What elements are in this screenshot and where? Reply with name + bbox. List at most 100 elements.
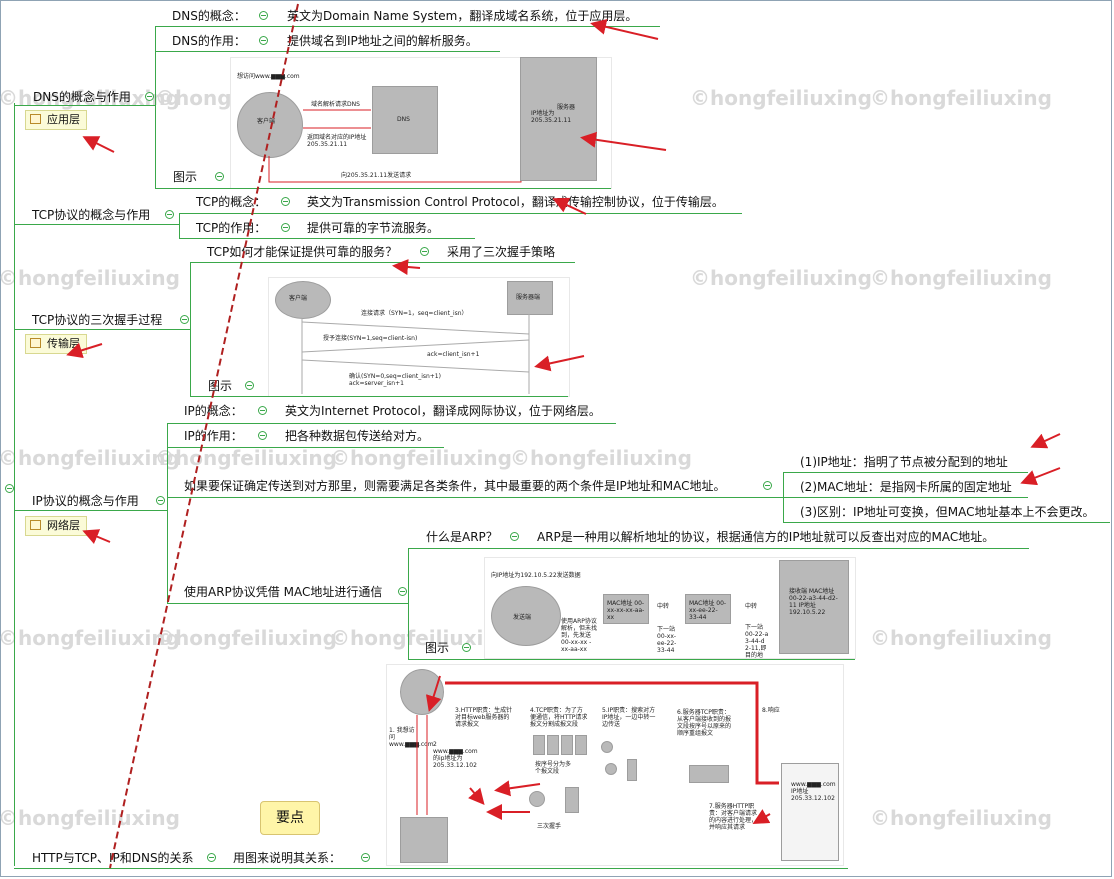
ip-title-underline — [14, 510, 167, 511]
http-split-text: 按序号分为多个报文段 — [535, 761, 572, 775]
ip-point-1[interactable]: (1)IP地址：指明了节点被分配到的地址 — [800, 455, 1008, 469]
arp-figure-label[interactable]: 图示 — [425, 641, 450, 655]
arp-mac1-label: MAC地址 00-xx-xx-xx-aa-xx — [607, 600, 645, 621]
arp-receiver-node — [779, 560, 849, 654]
ip-branch-line — [167, 423, 168, 603]
http-step-2: 2 www.▆▆▆.com的ip地址为205.33.12.102 — [433, 741, 478, 769]
http-server-label: www.▆▆▆.com IP地址 205.33.12.102 — [791, 781, 836, 802]
dns-concept-underline — [155, 26, 660, 27]
dns-target-server-image — [520, 57, 597, 181]
tcp-concept-underline — [179, 213, 742, 214]
ip-condition[interactable]: 如果要保证确定传送到对方那里，则需要满足各类条件，其中最重要的两个条件是IP地址… — [184, 479, 726, 493]
ip-layer-tag[interactable]: 网络层 — [25, 516, 87, 536]
ip-point-3-underline — [783, 522, 1110, 523]
ip-concept-label[interactable]: IP的概念： — [184, 404, 243, 418]
ip-point-2[interactable]: (2)MAC地址：是指网卡所属的固定地址 — [800, 480, 1012, 494]
tcp-concept-toggle[interactable] — [281, 197, 290, 206]
root-collapse-toggle[interactable] — [5, 484, 14, 493]
tcp-collapse-toggle[interactable] — [165, 210, 174, 219]
ip-point-3[interactable]: (3)区别：IP地址可变换，但MAC地址基本上不会更改。 — [800, 505, 1095, 519]
dns-collapse-toggle[interactable] — [145, 92, 154, 101]
arp-diagram-image[interactable]: 向IP地址为192.10.5.22发送数据 发送端 使用ARP协议解析，但未找到… — [484, 557, 856, 659]
watermark: ©hongfeiliuxing — [690, 86, 872, 110]
ip-section-title[interactable]: IP协议的概念与作用 — [32, 494, 139, 508]
http-step-1: 1. 我想访问 www.▆▆▆.com — [389, 727, 434, 748]
handshake-question-toggle[interactable] — [420, 247, 429, 256]
http-handshake-node — [529, 791, 545, 807]
arp-answer[interactable]: ARP是一种用以解析地址的协议，根据通信方的IP地址就可以反查出对应的MAC地址… — [537, 530, 995, 544]
http-underline — [14, 868, 848, 869]
tcp-role-value[interactable]: 提供可靠的字节流服务。 — [307, 221, 440, 235]
arp-receiver-label: 接收端 MAC地址 00-22-a3-44-d2-11 IP地址 192.10.… — [789, 588, 838, 616]
arp-title-underline — [167, 603, 408, 604]
ip-role-toggle[interactable] — [258, 431, 267, 440]
arp-figure-toggle[interactable] — [462, 643, 471, 652]
arp-mac2-node — [685, 594, 731, 624]
http-dns-node — [400, 817, 448, 863]
ip-collapse-toggle[interactable] — [156, 496, 165, 505]
http-step-5: 5.IP职责：搜索对方IP地址，一边中转一边传送 — [602, 707, 656, 728]
http-explain-toggle[interactable] — [361, 853, 370, 862]
handshake-layer-tag[interactable]: 传输层 — [25, 334, 87, 354]
http-handshake-server — [565, 787, 579, 813]
http-explain[interactable]: 用图来说明其关系： — [233, 851, 342, 865]
http-collapse-toggle[interactable] — [207, 853, 216, 862]
http-segment — [575, 735, 587, 755]
arp-section-title[interactable]: 使用ARP协议凭借 MAC地址进行通信 — [184, 585, 383, 599]
hs-msg-2: 授予连接(SYN=1,seq=client-isn) — [323, 335, 418, 342]
ip-condition-toggle[interactable] — [763, 481, 772, 490]
dns-target-server-label: 服务器 — [557, 104, 576, 111]
watermark: ©hongfeiliuxing — [0, 446, 180, 470]
ip-role-label[interactable]: IP的作用： — [184, 429, 243, 443]
tcp-branch-line — [179, 213, 180, 239]
dns-concept-value[interactable]: 英文为Domain Name System，翻译成域名系统，位于应用层。 — [287, 9, 638, 23]
http-step-4: 4.TCP职责：为了方便通信，将HTTP请求报文分割成报文段 — [530, 707, 588, 728]
dns-figure-toggle[interactable] — [215, 172, 224, 181]
root-trunk — [14, 103, 15, 866]
arp-question[interactable]: 什么是ARP？ — [426, 530, 498, 544]
dns-title-underline — [14, 105, 155, 106]
handshake-figure-toggle[interactable] — [245, 381, 254, 390]
http-step-3: 3.HTTP职责：生成针对目标web服务器的请求报文 — [455, 707, 513, 728]
arp-mac1-node — [603, 594, 649, 624]
tcp-role-underline — [179, 238, 475, 239]
handshake-question[interactable]: TCP如何才能保证提供可靠的服务？ — [207, 245, 398, 259]
tcp-concept-value[interactable]: 英文为Transmission Control Protocol，翻译成传输控制… — [307, 195, 724, 209]
dns-server-node — [372, 86, 438, 154]
key-point-callout[interactable]: 要点 — [260, 801, 320, 835]
ip-point-1-underline — [783, 472, 1028, 473]
http-diagram-image[interactable]: 1. 我想访问 www.▆▆▆.com 2 www.▆▆▆.com的ip地址为2… — [386, 664, 844, 866]
arp-collapse-toggle[interactable] — [398, 587, 407, 596]
handshake-section-title[interactable]: TCP协议的三次握手过程 — [32, 313, 163, 327]
watermark: ©hongfeiliuxing — [330, 626, 512, 650]
ip-role-value[interactable]: 把各种数据包传送给对方。 — [285, 429, 430, 443]
ip-concept-value[interactable]: 英文为Internet Protocol，翻译成网际协议，位于网络层。 — [285, 404, 601, 418]
dns-role-toggle[interactable] — [259, 36, 268, 45]
tcp-role-toggle[interactable] — [281, 223, 290, 232]
handshake-figure-label[interactable]: 图示 — [208, 379, 233, 393]
layer-icon — [30, 520, 41, 530]
dns-concept-label[interactable]: DNS的概念： — [172, 9, 246, 23]
dns-concept-toggle[interactable] — [259, 11, 268, 20]
handshake-figure-underline — [190, 396, 568, 397]
tcp-section-title[interactable]: TCP协议的概念与作用 — [32, 208, 151, 222]
arp-sender-node — [491, 586, 561, 646]
handshake-collapse-toggle[interactable] — [180, 315, 189, 324]
tcp-role-label[interactable]: TCP的作用： — [196, 221, 267, 235]
http-section-title[interactable]: HTTP与TCP、IP和DNS的关系 — [32, 851, 194, 865]
dns-layer-tag[interactable]: 应用层 — [25, 110, 87, 130]
handshake-diagram-image[interactable]: 客户端 服务器端 连接请求（SYN=1，seq=client_isn） 授予连接… — [268, 277, 570, 397]
handshake-answer[interactable]: 采用了三次握手策略 — [447, 245, 556, 259]
watermark: ©hongfeiliuxing — [155, 446, 337, 470]
dns-figure-label[interactable]: 图示 — [173, 170, 198, 184]
layer-icon — [30, 338, 41, 348]
ip-concept-toggle[interactable] — [258, 406, 267, 415]
dns-role-label[interactable]: DNS的作用： — [172, 34, 246, 48]
tcp-concept-label[interactable]: TCP的概念： — [196, 195, 267, 209]
dns-figure-underline — [155, 188, 611, 189]
dns-section-title[interactable]: DNS的概念与作用 — [33, 90, 131, 104]
dns-role-value[interactable]: 提供域名到IP地址之间的解析服务。 — [287, 34, 478, 48]
watermark: ©hongfeiliuxing — [870, 266, 1052, 290]
arp-question-toggle[interactable] — [510, 532, 519, 541]
watermark: ©hongfeiliuxing — [510, 446, 692, 470]
